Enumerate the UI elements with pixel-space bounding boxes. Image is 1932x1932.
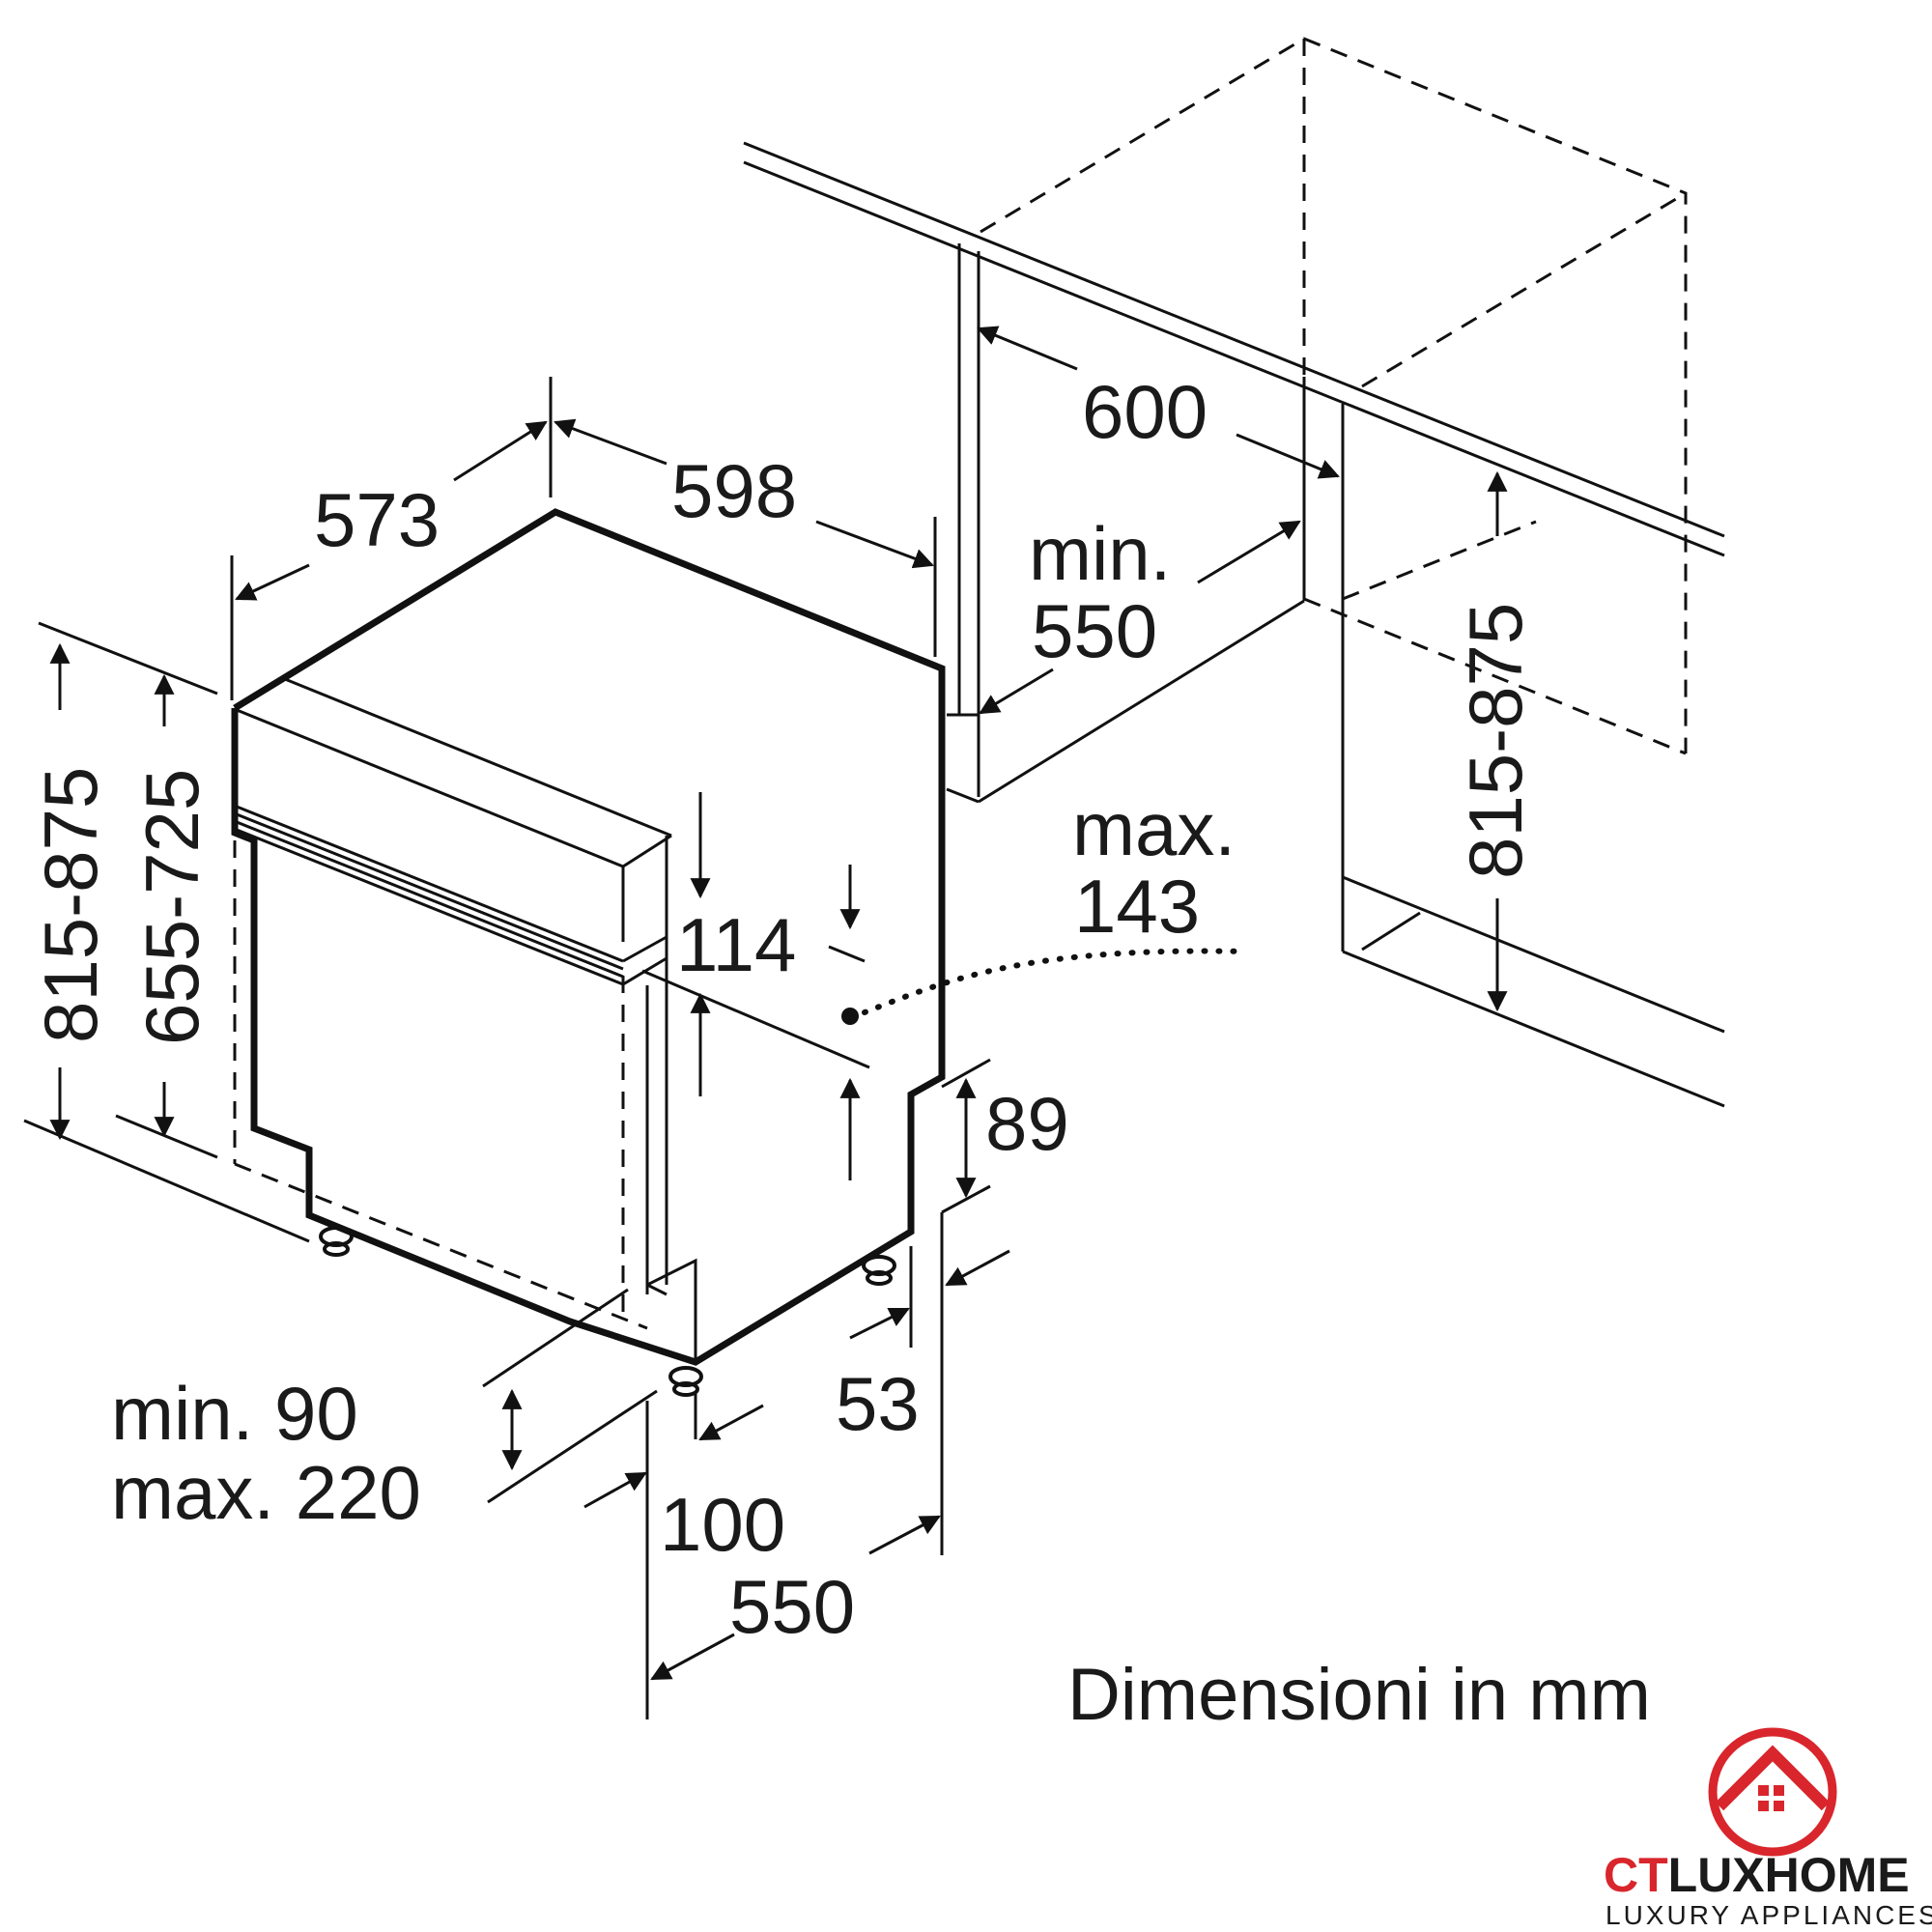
logo-ring-icon: [1708, 1727, 1837, 1857]
dim-655-725: 655-725: [129, 769, 214, 1045]
dim-598: 598: [671, 448, 797, 533]
dishwasher-body: [231, 508, 946, 1397]
caption-units: Dimensioni in mm: [1067, 1654, 1651, 1736]
dimension-lines: [23, 377, 1249, 1719]
dim-100: 100: [660, 1482, 785, 1567]
dim-min-label: min.: [1029, 511, 1171, 596]
dim-550-depth: 550: [729, 1564, 855, 1649]
ctluxhome-logo: CTLUXHOME LUXURY APPLIANCES: [1604, 1727, 1932, 1930]
dim-815-875-niche: 815-875: [1453, 603, 1538, 879]
logo-name: CTLUXHOME: [1604, 1848, 1910, 1902]
dim-815-875-left: 815-875: [28, 767, 113, 1043]
dim-min-90: min. 90: [111, 1371, 358, 1456]
dim-114: 114: [676, 902, 796, 987]
logo-roof-icon: [1715, 1745, 1831, 1811]
dim-max-143: 143: [1074, 864, 1200, 949]
dim-max-label: max.: [1072, 786, 1236, 871]
logo-tagline: LUXURY APPLIANCES: [1605, 1900, 1932, 1930]
dim-600: 600: [1082, 369, 1208, 454]
dim-53: 53: [836, 1361, 920, 1446]
dim-573: 573: [314, 477, 440, 562]
dim-min-550: 550: [1032, 588, 1157, 673]
dim-max-220: max. 220: [111, 1450, 421, 1535]
dim-89: 89: [985, 1081, 1069, 1166]
installation-niche: [743, 37, 1725, 1108]
